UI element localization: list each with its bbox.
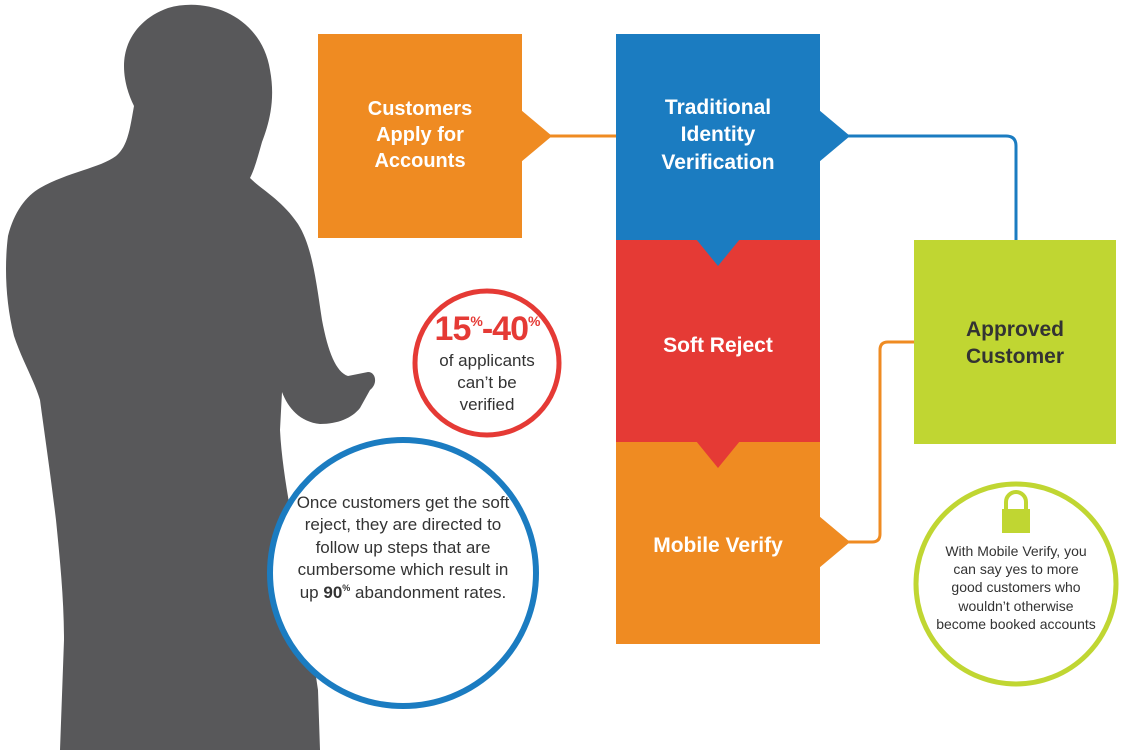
abandon-circle-content: Once customers get the soft reject, they… [295, 492, 511, 604]
traditional-box-text: Traditional Identity Verification [661, 96, 775, 174]
mobile-verify-box-label: Mobile Verify [630, 516, 806, 576]
mobile-verify-box-text: Mobile Verify [653, 534, 783, 558]
stat-circle [412, 288, 562, 438]
soft-reject-box [616, 240, 820, 442]
soft-reject-pointer-down [696, 441, 740, 468]
abandon-value-percent: % [342, 582, 351, 593]
mobile-verify-pointer-right [819, 516, 850, 568]
abandon-text-after: abandonment rates. [355, 582, 507, 602]
connector-traditional-to-approved [848, 134, 1018, 240]
connector-mobile-to-approved [848, 340, 914, 544]
apply-box-label: Customers Apply for Accounts [338, 70, 502, 200]
stat-range-low: 15 [434, 310, 472, 348]
apply-box-text: Customers Apply for Accounts [367, 98, 473, 172]
flow-boxes [318, 34, 1116, 644]
traditional-box [616, 34, 820, 240]
lock-circle [913, 481, 1119, 687]
abandon-value-number: 90 [323, 582, 343, 602]
approved-box-label: Approved Customer [944, 300, 1086, 386]
apply-box-pointer [521, 110, 552, 162]
abandon-text-before: Once customers get the soft reject, they… [296, 493, 510, 602]
stat-range-dash: - [481, 310, 493, 348]
stat-circle-content: 15%-40% of applicants can’t be verified [427, 312, 547, 416]
traditional-box-label: Traditional Identity Verification [630, 70, 806, 200]
stat-description: of applicants can’t be verified [439, 351, 535, 415]
lock-icon [1002, 490, 1030, 533]
approved-box-text: Approved Customer [965, 317, 1065, 368]
stat-range-high-percent: % [527, 313, 540, 329]
stat-range-high: 40 [492, 310, 529, 348]
lock-circle-text: With Mobile Verify, you can say yes to m… [936, 543, 1096, 632]
soft-reject-box-label: Soft Reject [630, 316, 806, 376]
soft-reject-box-text: Soft Reject [663, 334, 773, 358]
abandon-circle [267, 437, 539, 709]
abandon-value: 90% [323, 583, 350, 602]
approved-box [914, 240, 1116, 444]
stat-range-low-percent: % [470, 313, 482, 329]
traditional-box-pointer-right [819, 110, 850, 162]
traditional-box-pointer-down [696, 239, 740, 266]
apply-box [318, 34, 522, 238]
stat-range: 15%-40% [427, 312, 547, 346]
mobile-verify-box [616, 442, 820, 644]
connectors [550, 134, 1018, 544]
lock-circle-content: With Mobile Verify, you can say yes to m… [936, 542, 1096, 633]
